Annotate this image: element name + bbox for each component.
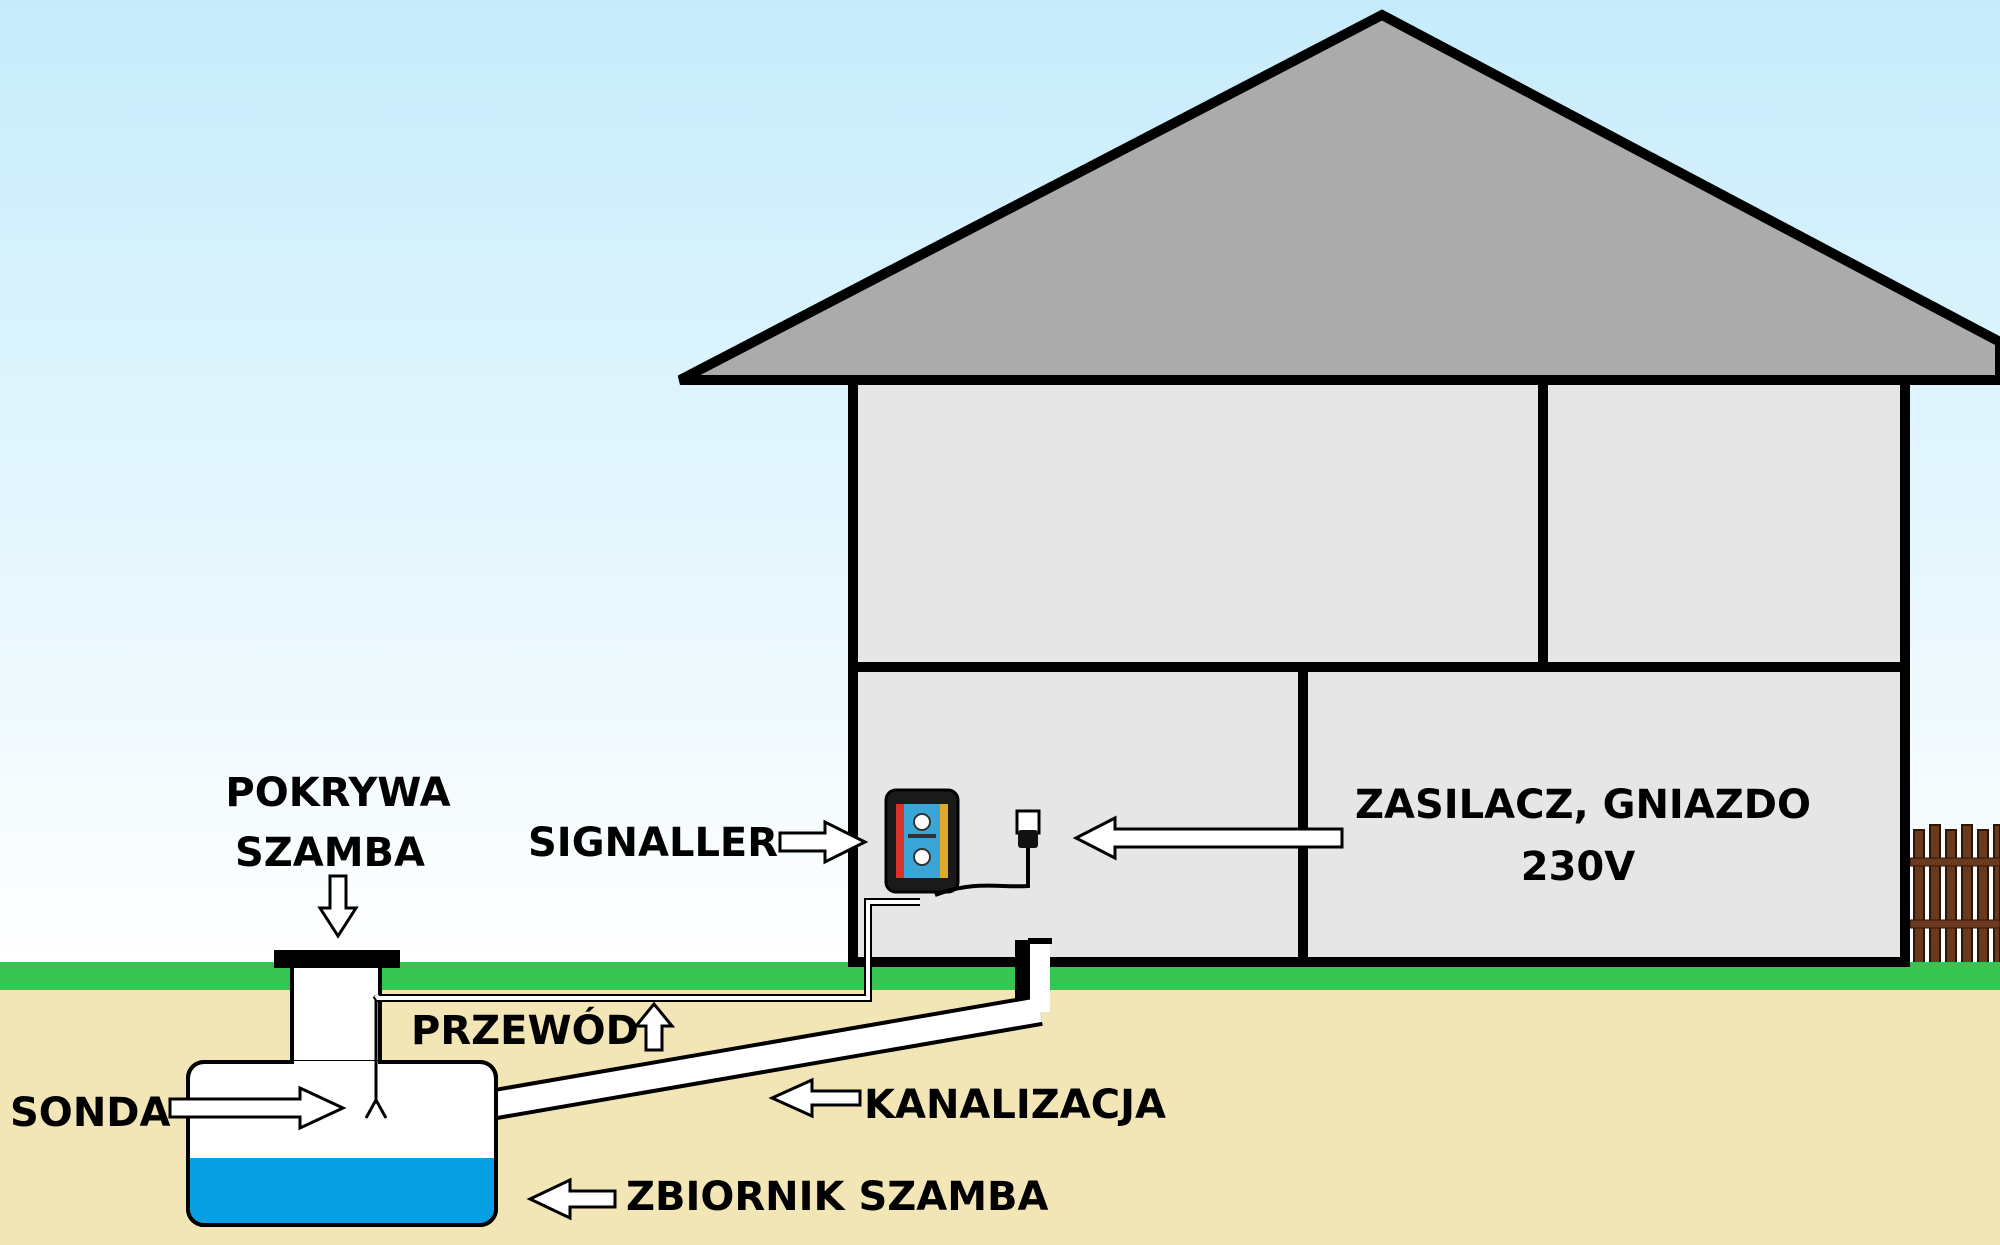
house-roof: [677, 9, 2000, 385]
power-cord: [934, 845, 1030, 897]
sewer-label: KANALIZACJA: [864, 1082, 1166, 1128]
sewer-pipe: [487, 938, 1052, 1121]
sewer-arrow: [768, 1077, 862, 1119]
signaller-label: SIGNALLER: [528, 820, 778, 866]
cover-label-line2: SZAMBA: [235, 830, 425, 876]
signaller-device-icon: [884, 788, 960, 894]
cover-label-line1: POKRYWA: [225, 770, 450, 816]
cable-arrow: [632, 1001, 676, 1052]
power-plug-icon: [1015, 809, 1041, 848]
tank-arrow: [526, 1177, 617, 1221]
power-label-line2: 230V: [1521, 844, 1635, 890]
cable-label: PRZEWÓD: [411, 1006, 639, 1054]
fence: [1909, 824, 2000, 966]
probe-label: SONDA: [10, 1090, 170, 1136]
power-arrow: [1072, 815, 1344, 861]
tank-label: ZBIORNIK SZAMBA: [626, 1174, 1049, 1220]
tank-cover: [274, 950, 400, 968]
probe-arrow: [168, 1085, 347, 1131]
power-label-line1: ZASILACZ, GNIAZDO: [1355, 782, 1811, 828]
tank-neck: [290, 956, 382, 1070]
probe-sensor-icon: [364, 995, 388, 1119]
signaller-arrow: [778, 819, 869, 865]
cover-arrow: [317, 874, 359, 939]
